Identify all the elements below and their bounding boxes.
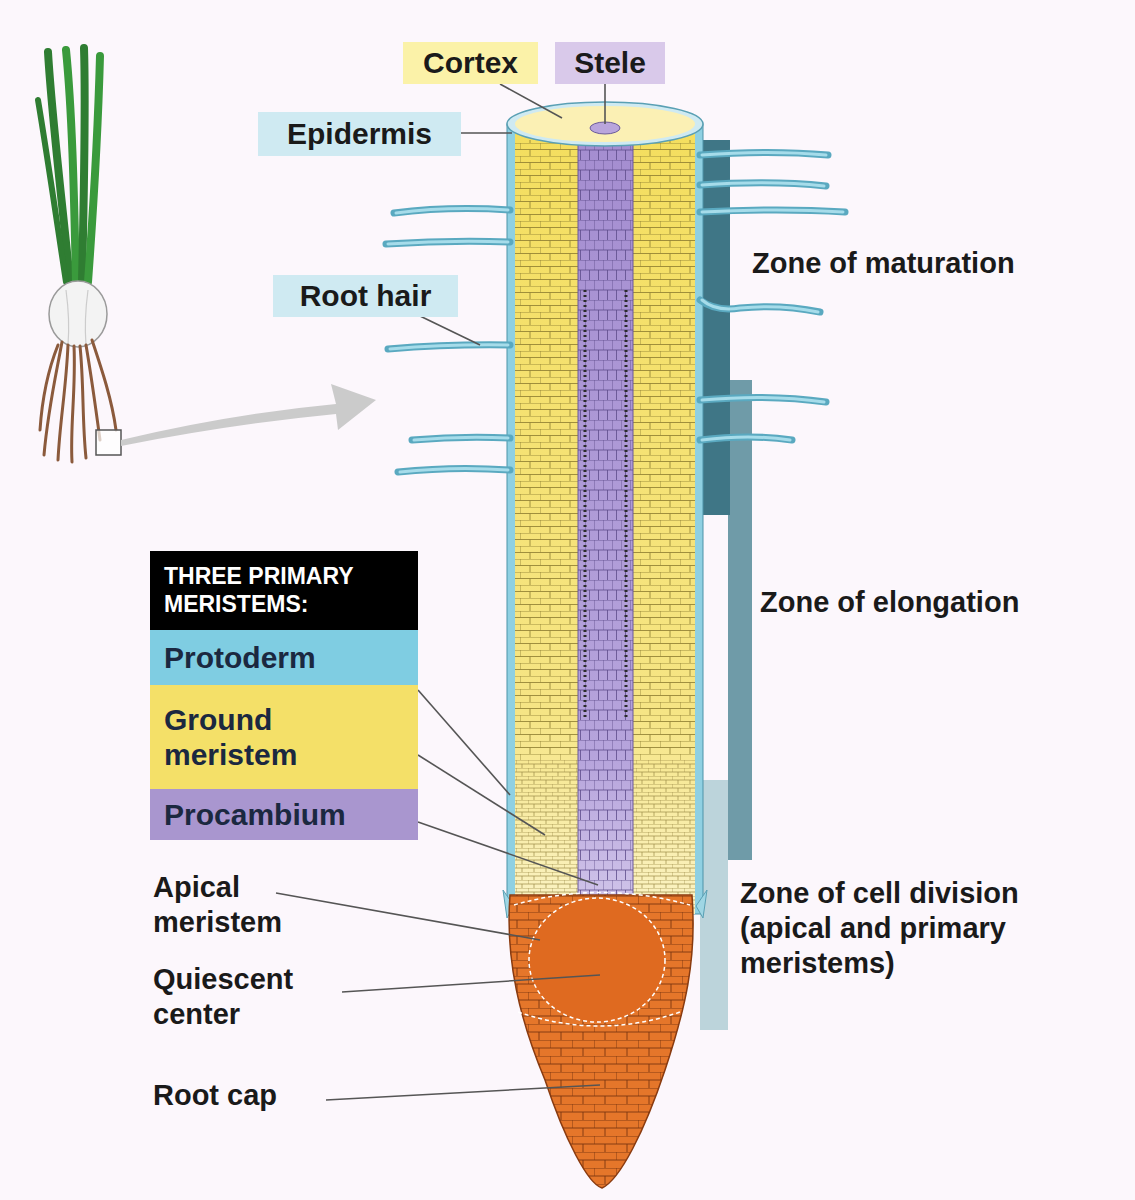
part-label: Root cap — [153, 1078, 373, 1113]
cap-boundary — [518, 1012, 680, 1026]
label-text: Procambium — [164, 797, 404, 832]
leader-line — [418, 755, 545, 835]
label-text: Root hair — [273, 278, 458, 313]
onion-root — [40, 345, 58, 430]
onion-leaf — [66, 50, 76, 282]
zone-label: Zone of cell division (apical and primar… — [740, 876, 1040, 980]
meristem-key: Protoderm — [150, 630, 418, 685]
zone-label: Zone of maturation — [752, 246, 1112, 281]
meristem-key: Procambium — [150, 789, 418, 840]
zoom-arrow — [121, 384, 376, 446]
leader-line — [326, 1085, 600, 1100]
tissue-label: Stele — [555, 42, 665, 84]
bulb-shading — [66, 290, 88, 345]
root-hair — [700, 437, 792, 440]
onion-leaf — [82, 48, 85, 282]
leader-line — [342, 975, 600, 992]
label-text: THREE PRIMARY MERISTEMS: — [164, 563, 404, 617]
meristem-key: Ground meristem — [150, 685, 418, 789]
xylem-strands — [585, 290, 626, 720]
label-text: Stele — [555, 45, 665, 80]
part-label: Apical meristem — [153, 870, 303, 940]
leader-line — [461, 132, 512, 134]
cortex — [515, 124, 695, 914]
tissue-label: Cortex — [403, 42, 538, 84]
root-hair — [412, 437, 510, 440]
leader-line — [418, 690, 510, 795]
tissue-label: Epidermis — [258, 112, 461, 156]
label-text: Cortex — [403, 45, 538, 80]
key-header: THREE PRIMARY MERISTEMS: — [150, 551, 418, 630]
leader-line — [604, 84, 606, 124]
onion-bulb — [49, 281, 107, 347]
epidermis — [507, 124, 703, 914]
root-hair — [700, 210, 845, 212]
stele-cells — [578, 134, 633, 910]
quiescent-zone — [529, 898, 665, 1022]
label-text: Epidermis — [258, 116, 461, 151]
onion-root — [80, 346, 86, 458]
zone-label: Zone of elongation — [760, 585, 1120, 620]
root-hair — [700, 397, 826, 402]
root-hair — [700, 300, 820, 312]
onion-root — [72, 346, 75, 462]
leader-line — [418, 822, 598, 885]
root-cap-illustration — [503, 890, 707, 1188]
stele — [578, 124, 633, 914]
root-hair — [386, 241, 510, 244]
onion-root — [92, 340, 116, 430]
tissue-label: Root hair — [273, 275, 458, 317]
root-hair — [700, 183, 826, 186]
meristem-boundary — [514, 893, 690, 906]
root-hair — [388, 345, 510, 349]
label-text: Protoderm — [164, 640, 404, 675]
leader-line — [500, 84, 562, 118]
label-text: Ground meristem — [164, 702, 404, 773]
root-hair — [398, 468, 510, 472]
maturation-bar — [700, 140, 730, 515]
leader-line — [276, 893, 540, 940]
elongation-bar — [728, 380, 752, 860]
leader-line — [420, 316, 480, 345]
root-hair — [700, 153, 828, 156]
root-body — [507, 102, 703, 914]
root-hair — [394, 209, 510, 213]
onion-root — [58, 345, 68, 460]
part-label: Quiescent center — [153, 962, 343, 1032]
zoom-square — [96, 430, 121, 455]
onion-plant — [38, 48, 121, 462]
onion-leaf — [88, 56, 100, 282]
onion-leaf — [38, 100, 66, 282]
